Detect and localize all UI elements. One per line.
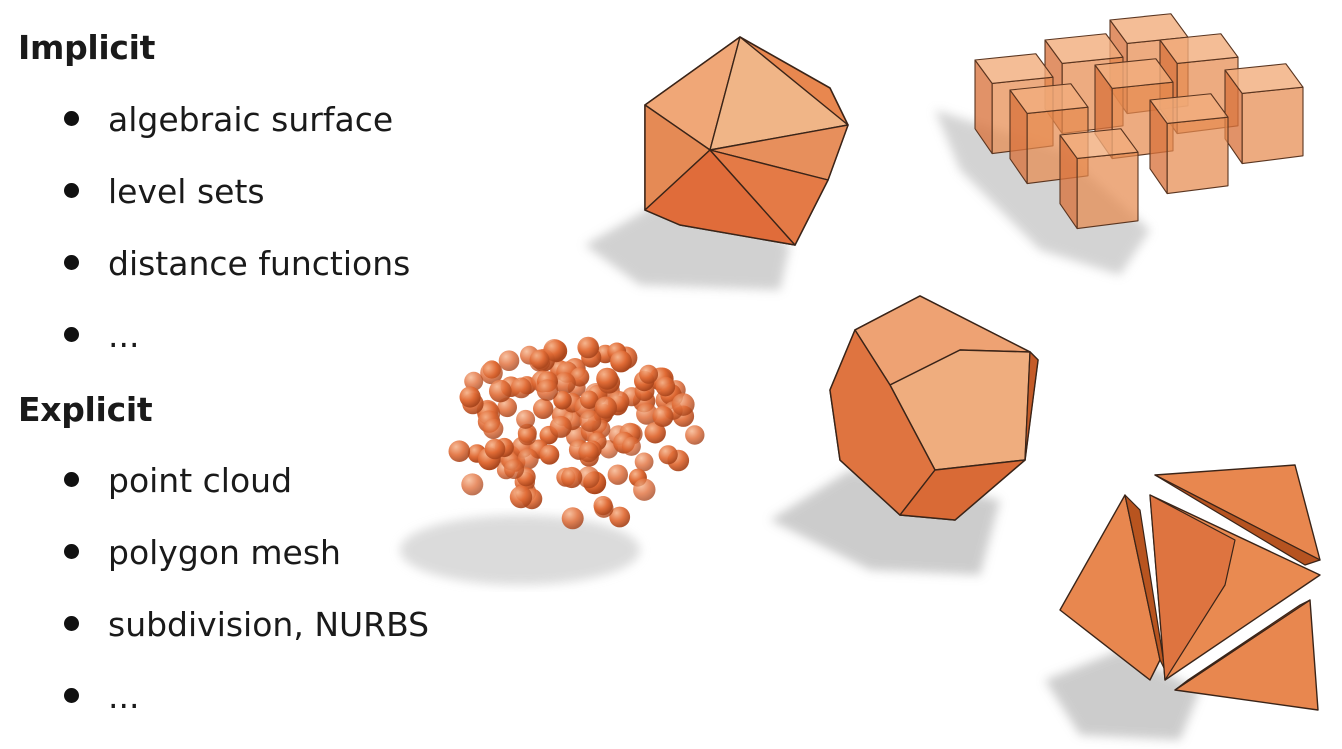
point-sphere	[644, 422, 666, 444]
point-sphere	[543, 339, 566, 362]
point-sphere	[484, 438, 506, 460]
point-sphere	[639, 364, 659, 384]
point-sphere	[671, 393, 695, 416]
point-sphere	[577, 466, 600, 489]
point-sphere	[497, 397, 517, 418]
point-sphere	[553, 391, 572, 410]
bullet-icon	[64, 183, 79, 198]
icosahedron-shape	[585, 36, 849, 290]
point-cloud-shape	[400, 336, 705, 585]
point-sphere	[655, 376, 676, 397]
point-sphere	[685, 425, 705, 445]
implicit-heading: Implicit	[18, 28, 156, 67]
point-sphere	[609, 506, 631, 528]
point-sphere	[607, 464, 628, 485]
bullet-icon	[64, 255, 79, 270]
cube-shape	[1149, 93, 1229, 195]
cube-shape	[1059, 128, 1139, 230]
point-sphere	[459, 386, 481, 408]
bullet-icon	[64, 111, 79, 126]
point-sphere	[596, 367, 619, 390]
point-sphere	[610, 350, 632, 373]
point-sphere	[448, 440, 471, 463]
point-sphere	[652, 405, 674, 427]
point-sphere	[578, 441, 599, 463]
bullet-icon	[64, 472, 79, 487]
point-sphere	[509, 485, 533, 509]
point-sphere	[461, 473, 484, 496]
point-sphere	[580, 390, 599, 409]
point-sphere	[533, 398, 554, 419]
point-sphere	[579, 410, 602, 432]
point-sphere	[480, 361, 503, 385]
point-sphere	[621, 436, 641, 456]
point-sphere	[554, 372, 576, 394]
voxel-grid-shape	[935, 110, 1150, 275]
cubes-group	[974, 13, 1304, 230]
bullet-icon	[64, 544, 79, 559]
bullet-icon	[64, 327, 79, 342]
point-sphere	[536, 379, 559, 401]
point-sphere	[561, 507, 584, 530]
point-sphere	[658, 445, 678, 465]
point-sphere	[594, 396, 618, 419]
bullet-icon	[64, 688, 79, 703]
point-sphere	[633, 478, 656, 501]
dodecahedron-shape	[770, 295, 1039, 575]
cube-shape	[1224, 63, 1304, 165]
point-sphere	[518, 426, 537, 446]
point-sphere	[517, 448, 539, 470]
split-polyhedron-shape	[1045, 464, 1321, 740]
point-sphere	[593, 496, 613, 516]
point-sphere	[636, 403, 658, 425]
point-sphere	[498, 350, 520, 372]
point-sphere	[489, 379, 512, 403]
point-sphere	[483, 418, 504, 439]
point-sphere	[516, 409, 536, 429]
point-sphere	[529, 349, 550, 369]
bullet-icon	[64, 616, 79, 631]
point-sphere	[539, 444, 560, 465]
point-sphere	[504, 459, 525, 479]
point-sphere	[577, 336, 599, 359]
point-sphere	[549, 415, 572, 438]
explicit-heading: Explicit	[18, 390, 153, 429]
point-sphere	[510, 377, 532, 399]
point-sphere	[464, 371, 484, 391]
point-sphere	[561, 466, 583, 489]
point-sphere	[634, 452, 654, 472]
